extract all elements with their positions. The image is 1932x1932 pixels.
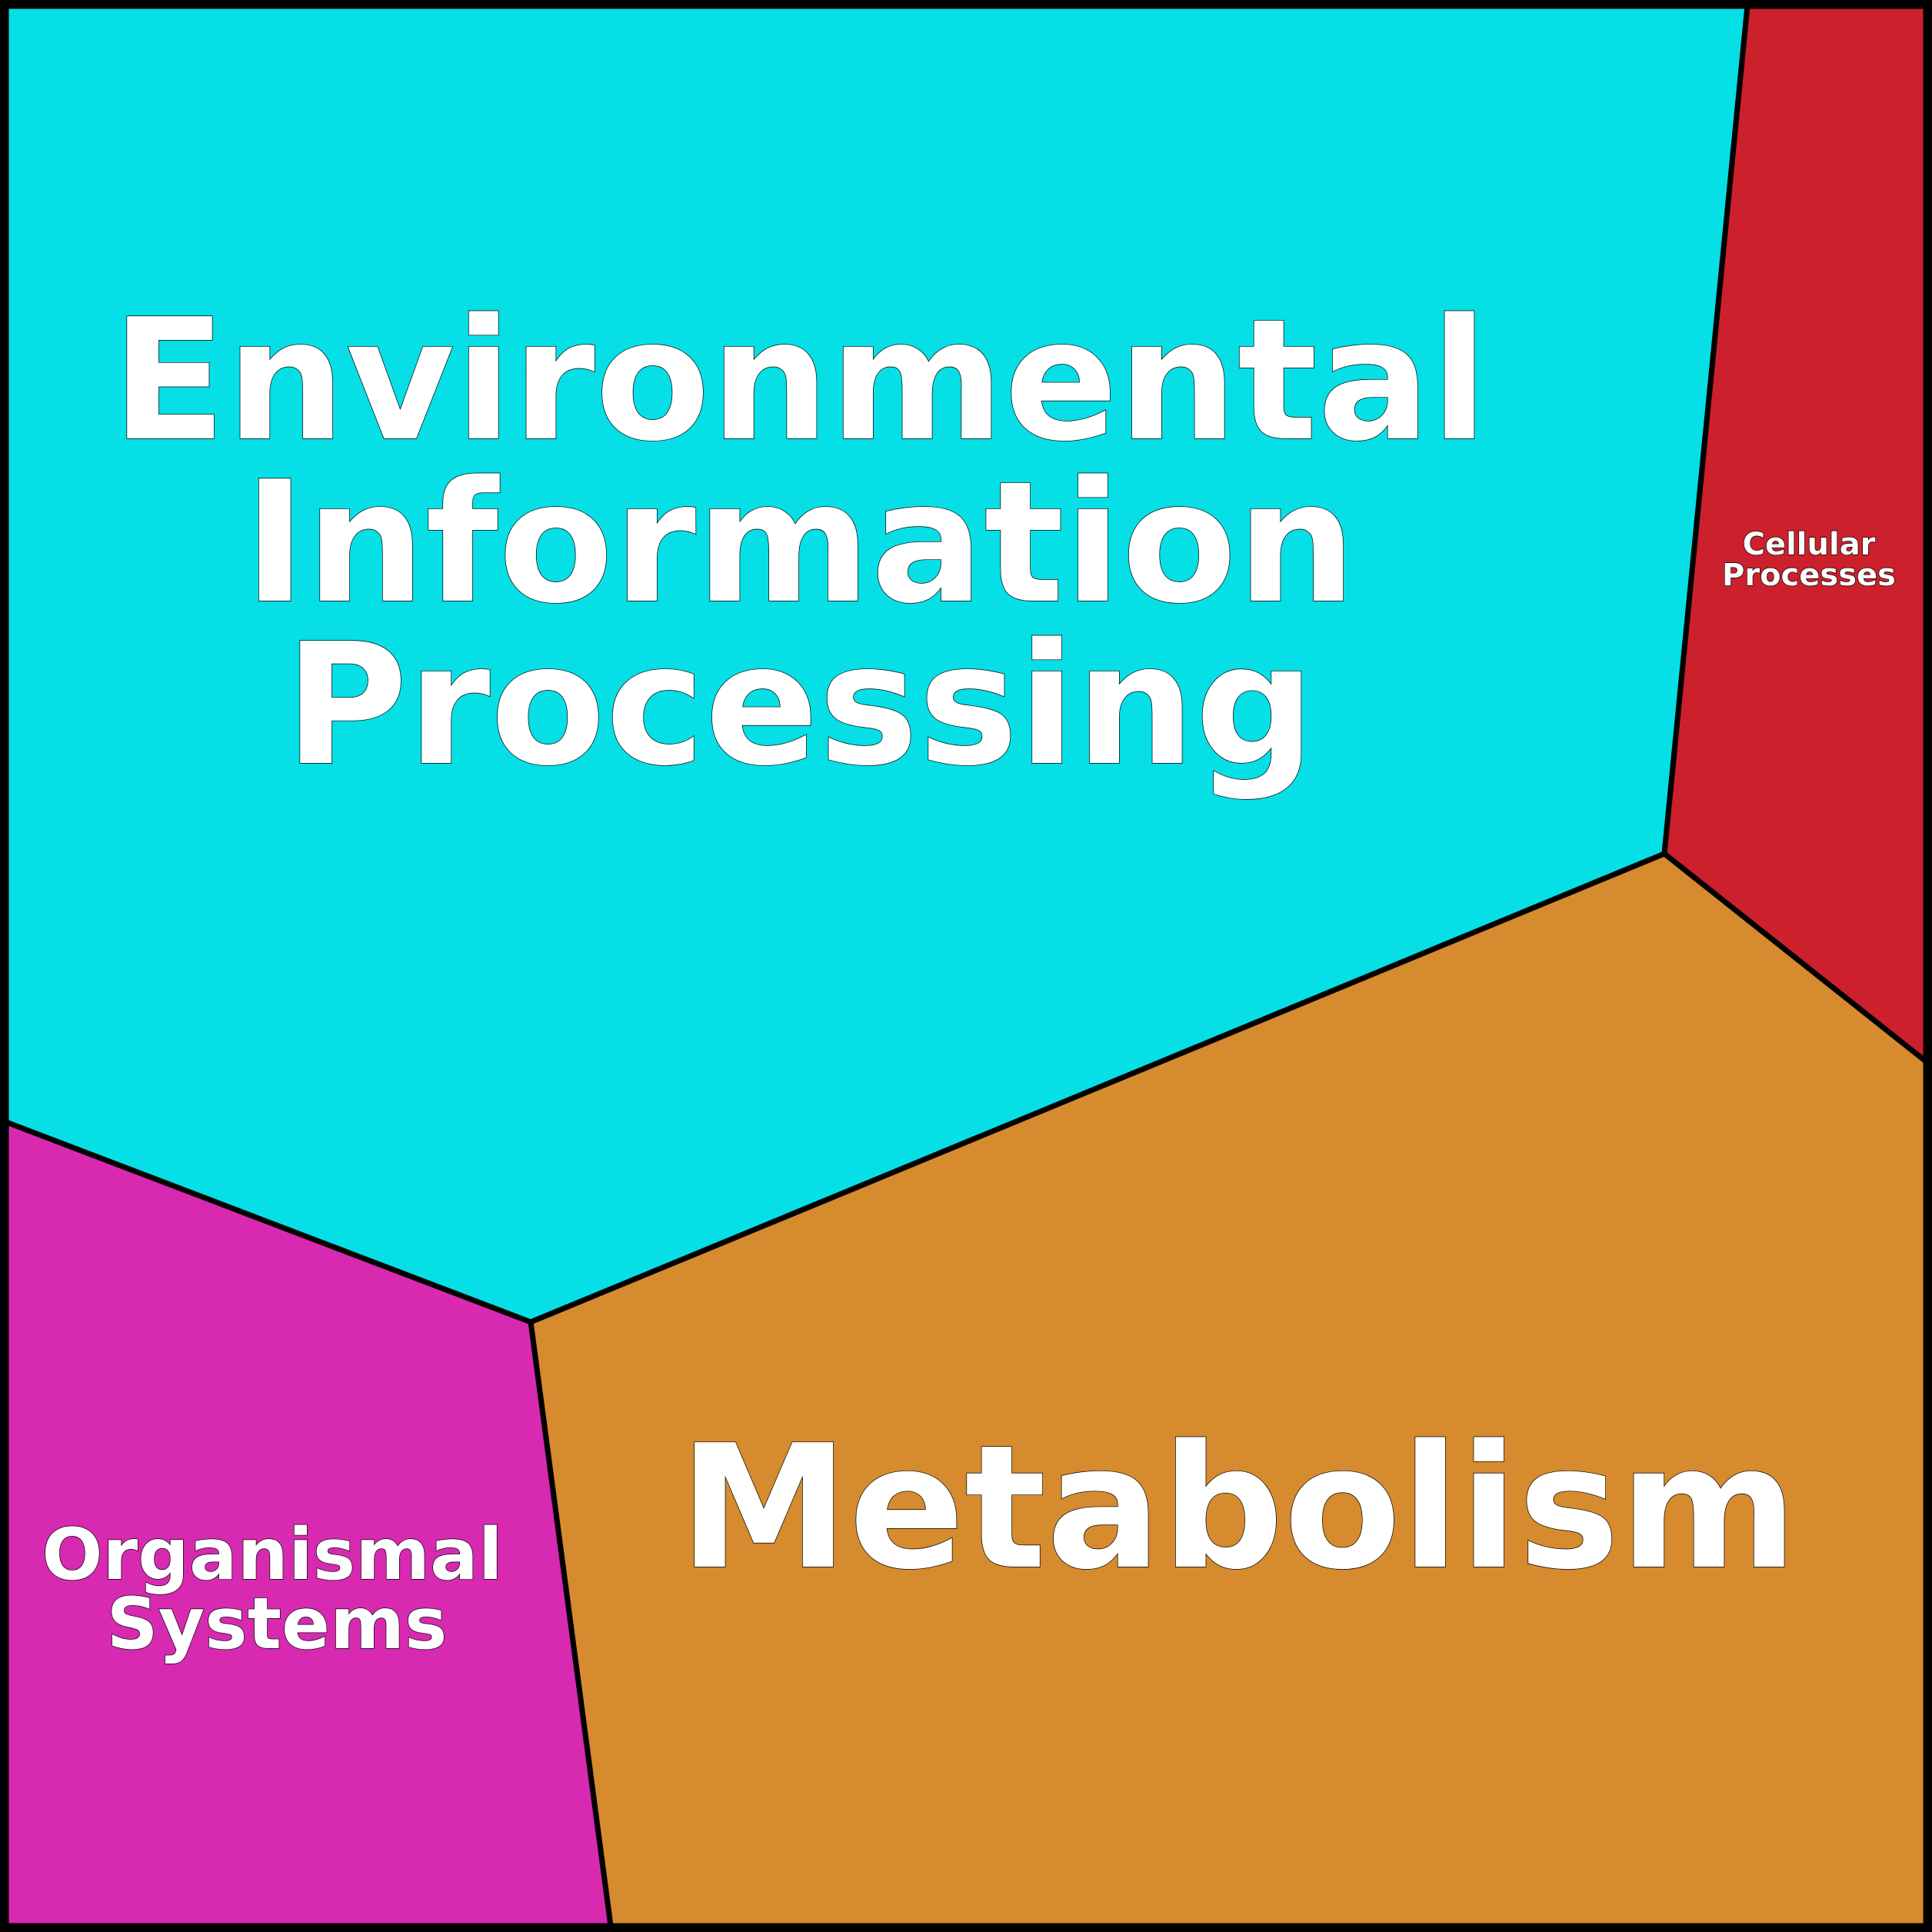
label-cellular-processes: Cellular Processes — [1721, 526, 1896, 593]
label-environmental-information-processing: Environmental Information Processing — [111, 283, 1488, 803]
label-line: Metabolism — [679, 1409, 1798, 1607]
label-line: Information — [244, 446, 1357, 641]
label-line: Cellular — [1743, 527, 1876, 562]
label-organismal-systems: Organismal Systems — [42, 1512, 504, 1665]
label-metabolism: Metabolism — [678, 1408, 1798, 1607]
label-line: Organismal — [42, 1513, 502, 1596]
label-line: Processes — [1722, 558, 1896, 593]
label-line: Processing — [285, 608, 1315, 803]
label-line: Systems — [107, 1582, 448, 1665]
label-line: Environmental — [112, 284, 1488, 478]
